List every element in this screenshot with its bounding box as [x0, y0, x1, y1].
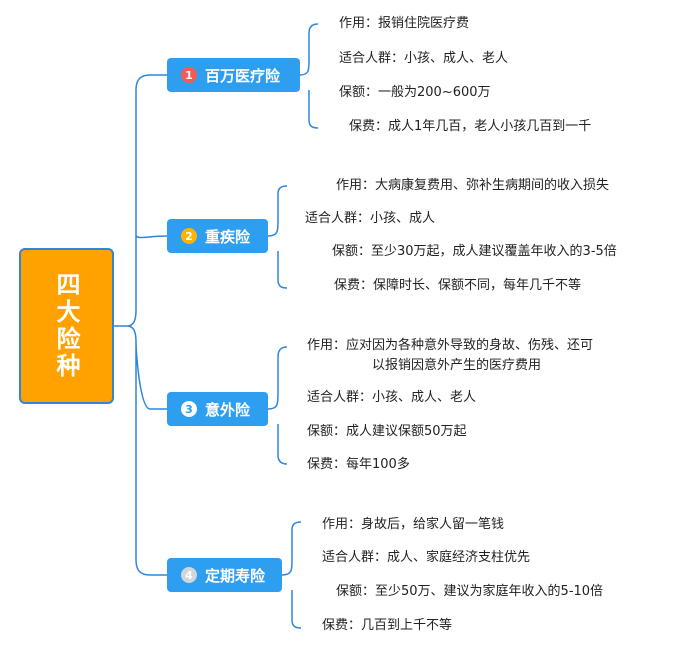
leaf-3-1-cont[interactable]: 以报销因意外产生的医疗费用 — [372, 358, 542, 373]
branch-label-2: 重疾险 — [205, 227, 251, 246]
branch-node-2[interactable]: 2 重疾险 — [167, 219, 268, 253]
leaf-4-3[interactable]: 保额：至少50万、建议为家庭年收入的5-10倍 — [336, 584, 604, 599]
branch-3-bracket — [267, 346, 288, 465]
branch-4-bracket — [281, 521, 302, 629]
branch-node-1[interactable]: 1 百万医疗险 — [167, 58, 300, 92]
root-connector — [114, 74, 168, 576]
leaf-3-3[interactable]: 保额：成人建议保额50万起 — [307, 424, 467, 439]
branch-1-bracket — [299, 23, 319, 129]
branch-node-4[interactable]: 4 定期寿险 — [167, 558, 282, 592]
number-badge-2: 2 — [181, 228, 197, 244]
leaf-1-3[interactable]: 保额：一般为200~600万 — [339, 85, 491, 100]
branch-label-4: 定期寿险 — [205, 566, 266, 585]
branch-node-3[interactable]: 3 意外险 — [167, 392, 268, 426]
root-title: 四大险种 — [52, 272, 80, 380]
leaf-2-1[interactable]: 作用：大病康复费用、弥补生病期间的收入损失 — [336, 178, 610, 193]
number-badge-1: 1 — [181, 67, 197, 83]
root-node[interactable]: 四大险种 — [19, 248, 114, 404]
leaf-3-1[interactable]: 作用：应对因为各种意外导致的身故、伤残、还可 — [307, 338, 594, 353]
leaf-2-3[interactable]: 保额：至少30万起，成人建议覆盖年收入的3-5倍 — [332, 244, 617, 259]
leaf-1-1[interactable]: 作用：报销住院医疗费 — [339, 16, 470, 31]
leaf-3-4[interactable]: 保费：每年100多 — [307, 457, 410, 472]
leaf-3-2[interactable]: 适合人群：小孩、成人、老人 — [307, 390, 477, 405]
number-badge-4: 4 — [181, 567, 197, 583]
leaf-4-1[interactable]: 作用：身故后，给家人留一笔钱 — [322, 517, 505, 532]
leaf-1-4[interactable]: 保费：成人1年几百，老人小孩几百到一千 — [349, 119, 592, 134]
leaf-2-2[interactable]: 适合人群：小孩、成人 — [305, 211, 436, 226]
leaf-4-4[interactable]: 保费：几百到上千不等 — [322, 618, 453, 633]
leaf-2-4[interactable]: 保费：保障时长、保额不同，每年几千不等 — [334, 278, 582, 293]
number-badge-3: 3 — [181, 401, 197, 417]
branch-label-3: 意外险 — [205, 400, 251, 419]
branch-label-1: 百万医疗险 — [205, 66, 281, 85]
leaf-4-2[interactable]: 适合人群：成人、家庭经济支柱优先 — [322, 550, 531, 565]
leaf-1-2[interactable]: 适合人群：小孩、成人、老人 — [339, 51, 509, 66]
branch-2-bracket — [267, 185, 288, 289]
